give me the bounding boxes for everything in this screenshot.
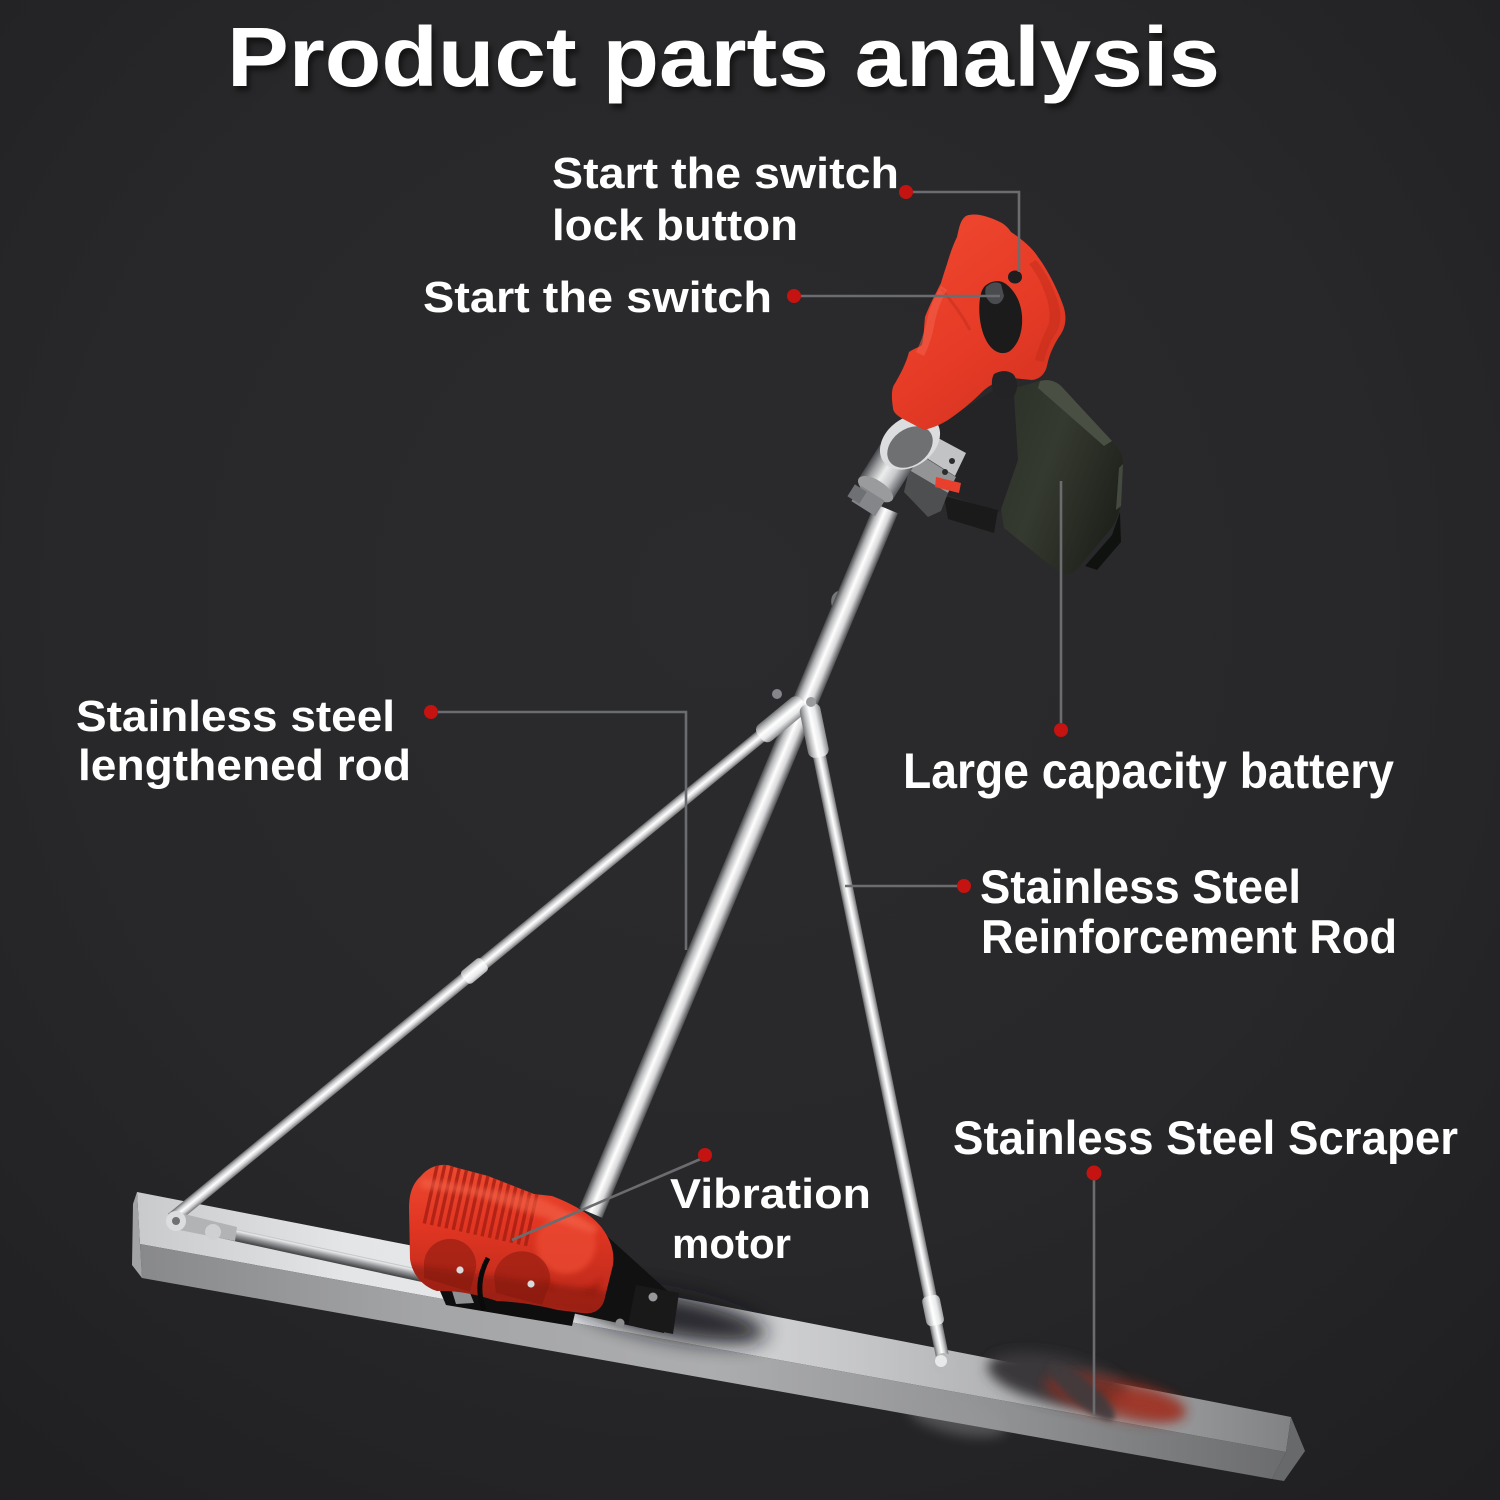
svg-text:Start the switch: Start the switch (423, 273, 772, 322)
svg-text:Reinforcement Rod: Reinforcement Rod (981, 910, 1397, 963)
svg-text:Product parts analysis: Product parts analysis (227, 10, 1220, 104)
svg-text:Vibration: Vibration (670, 1170, 871, 1217)
svg-text:Large capacity battery: Large capacity battery (903, 743, 1394, 799)
svg-text:Start the switch: Start the switch (552, 149, 899, 198)
svg-text:Stainless Steel Scraper: Stainless Steel Scraper (953, 1111, 1458, 1164)
svg-text:Stainless Steel: Stainless Steel (980, 860, 1301, 913)
svg-text:lengthened rod: lengthened rod (78, 741, 411, 790)
svg-text:lock button: lock button (552, 201, 798, 250)
svg-text:Stainless steel: Stainless steel (76, 692, 395, 741)
svg-text:motor: motor (672, 1220, 791, 1267)
